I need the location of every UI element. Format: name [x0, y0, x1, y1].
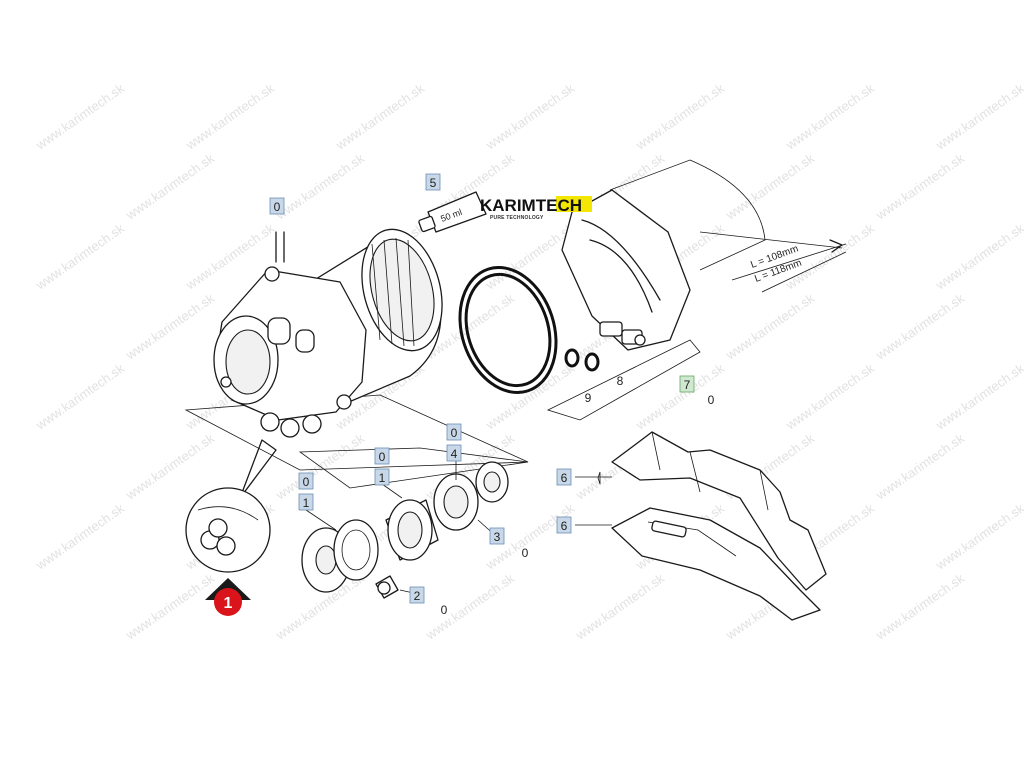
grease-tube[interactable]: 50 ml [418, 191, 487, 233]
bearing-stack[interactable] [298, 447, 529, 599]
marker-badge [214, 588, 242, 616]
detail-zoom[interactable] [185, 439, 277, 573]
svg-text:3: 3 [494, 530, 501, 544]
callout-3[interactable]: 3 0 [489, 527, 529, 560]
svg-text:0: 0 [708, 393, 715, 407]
svg-text:0: 0 [441, 603, 448, 617]
callout-0-top[interactable]: 0 [269, 197, 285, 215]
watermark-text: www.karimtech.sk [122, 430, 217, 503]
watermark-text: www.karimtech.sk [122, 290, 217, 363]
front-cover[interactable] [561, 159, 766, 351]
watermark-text: www.karimtech.sk [872, 430, 967, 503]
callout-6-upper[interactable]: 6 [556, 468, 572, 486]
watermark-text: www.karimtech.sk [122, 150, 217, 223]
watermark-text: www.karimtech.sk [182, 80, 277, 153]
callout-2[interactable]: 2 0 [409, 586, 448, 617]
o-ring-9[interactable] [444, 255, 571, 405]
svg-text:6: 6 [561, 519, 568, 533]
watermark-text: www.karimtech.sk [482, 360, 577, 433]
svg-text:2: 2 [414, 589, 421, 603]
callout-badges: 5 0 9 8 7 0 6 6 0 1 [269, 173, 715, 617]
watermark-text: www.karimtech.sk [872, 570, 967, 643]
callout-5[interactable]: 5 [425, 173, 441, 191]
callout-leaders [575, 471, 612, 526]
brand-logo: KARIMTECH PURE TECHNOLOGY [480, 196, 592, 221]
watermark-text: www.karimtech.sk [332, 80, 427, 153]
svg-text:1: 1 [379, 471, 386, 485]
svg-text:7: 7 [684, 378, 691, 392]
svg-text:0: 0 [274, 200, 281, 214]
svg-text:9: 9 [585, 391, 592, 405]
svg-text:0: 0 [522, 546, 529, 560]
watermark-text: www.karimtech.sk [932, 500, 1024, 573]
callout-9[interactable]: 9 [585, 391, 592, 405]
watermark-text: www.karimtech.sk [32, 80, 127, 153]
watermark-text: www.karimtech.sk [482, 80, 577, 153]
svg-text:5: 5 [430, 176, 437, 190]
svg-text:4: 4 [451, 447, 458, 461]
watermark-text: www.karimtech.sk [122, 570, 217, 643]
svg-text:1: 1 [303, 496, 310, 510]
watermark-text: www.karimtech.sk [782, 360, 877, 433]
svg-text:0: 0 [303, 475, 310, 489]
watermark-text: www.karimtech.sk [782, 220, 877, 293]
watermark-text: www.karimtech.sk [422, 570, 517, 643]
reference-marker: 1 [205, 578, 251, 616]
svg-text:0: 0 [451, 426, 458, 440]
callout-7[interactable]: 7 0 [679, 375, 715, 407]
callout-8[interactable]: 8 [617, 374, 624, 388]
callout-1-mid[interactable]: 1 [374, 468, 390, 486]
watermark-text: www.karimtech.sk [272, 150, 367, 223]
dimension-lines: L = 108mm L = 118mm [699, 231, 847, 293]
logo-tagline: PURE TECHNOLOGY [490, 215, 544, 221]
callout-0-mid2[interactable]: 0 [446, 423, 462, 441]
watermark-text: www.karimtech.sk [632, 80, 727, 153]
watermark-text: www.karimtech.sk [32, 360, 127, 433]
callout-6-lower[interactable]: 6 [556, 516, 572, 534]
o-rings-8[interactable] [564, 348, 600, 372]
watermark-text: www.karimtech.sk [932, 80, 1024, 153]
watermark-text: www.karimtech.sk [32, 220, 127, 293]
watermark-text: www.karimtech.sk [872, 150, 967, 223]
watermark-text: www.karimtech.sk [932, 220, 1024, 293]
callout-0-mid[interactable]: 0 [374, 447, 390, 465]
motor-housing[interactable] [184, 220, 529, 471]
svg-text:0: 0 [379, 450, 386, 464]
logo-name: KARIMTECH [480, 196, 582, 215]
yoke-frame[interactable] [611, 431, 827, 621]
callout-1-left[interactable]: 1 [298, 493, 314, 511]
callout-4[interactable]: 4 [446, 444, 462, 462]
callout-0-left[interactable]: 0 [298, 472, 314, 490]
marker-label: 1 [224, 595, 233, 612]
svg-text:8: 8 [617, 374, 624, 388]
watermark-text: www.karimtech.sk [572, 570, 667, 643]
watermark-text: www.karimtech.sk [722, 290, 817, 363]
watermark-text: www.karimtech.sk [872, 290, 967, 363]
watermark-text: www.karimtech.sk [932, 360, 1024, 433]
watermark-text: www.karimtech.sk [722, 150, 817, 223]
svg-text:6: 6 [561, 471, 568, 485]
watermark-text: www.karimtech.sk [32, 500, 127, 573]
watermark-text: www.karimtech.sk [782, 80, 877, 153]
